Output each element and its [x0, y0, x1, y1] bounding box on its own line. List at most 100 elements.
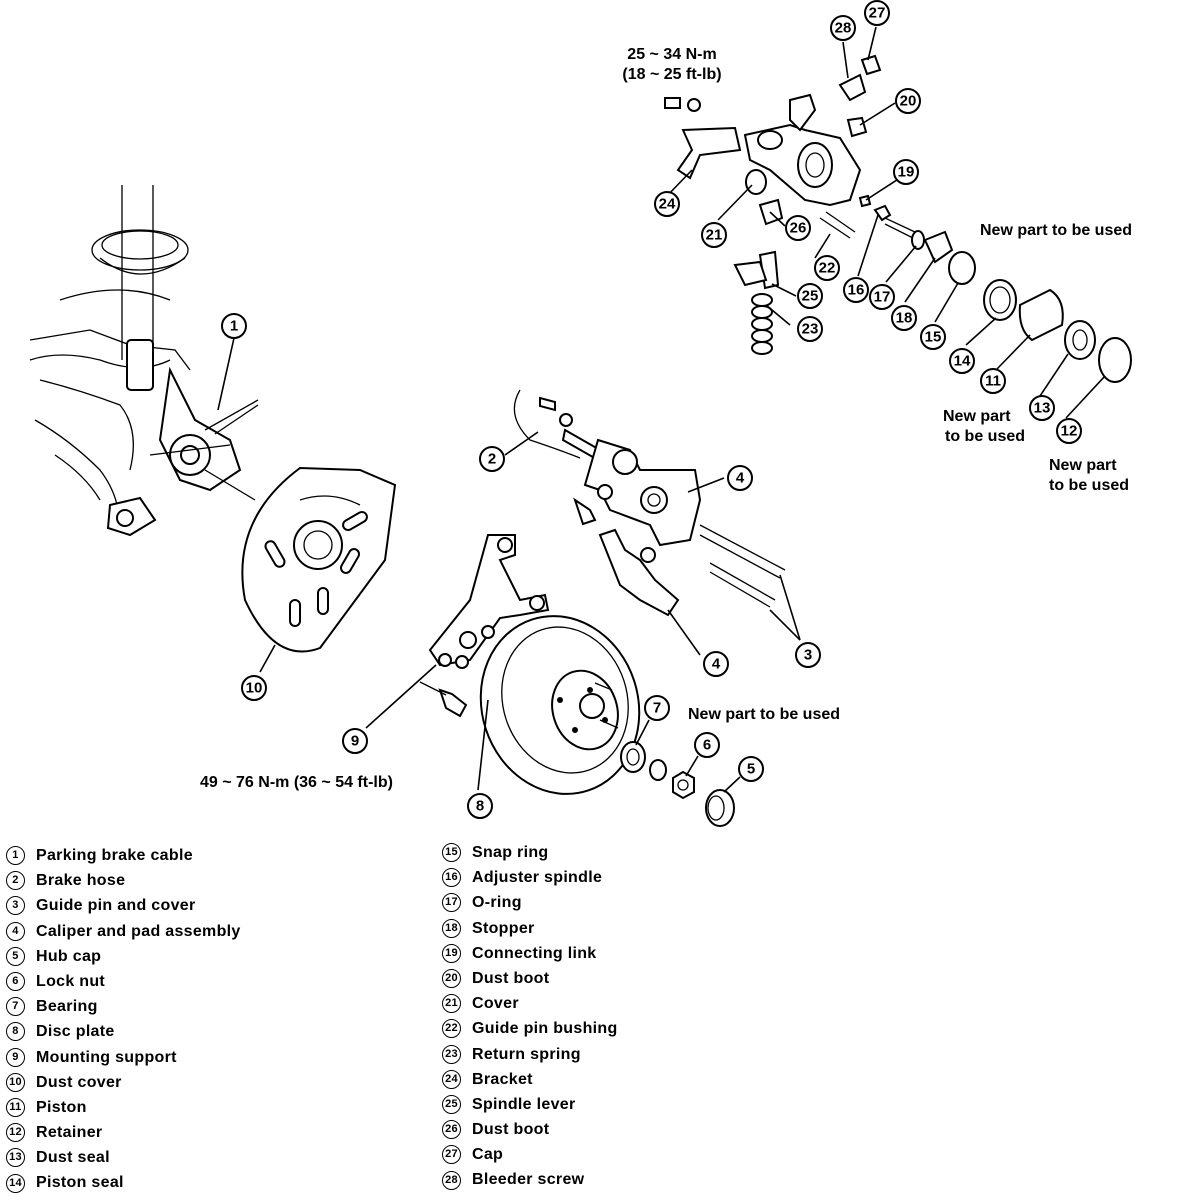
callout-10: 10 [241, 675, 267, 701]
lock-nut [672, 770, 695, 800]
callout-24: 24 [654, 191, 680, 217]
legend-label: Stopper [472, 919, 535, 937]
mounting-support [428, 534, 550, 669]
legend-item: 9 Mounting support [6, 1045, 241, 1070]
legend-item: 25 Spindle lever [442, 1092, 618, 1117]
legend-number: 18 [442, 918, 461, 938]
new-part-note-seal-line2: to be used [945, 428, 1026, 445]
svg-text:25: 25 [802, 288, 819, 305]
svg-text:3: 3 [804, 647, 812, 664]
legend-label: Dust seal [36, 1149, 110, 1167]
legend-label: Mounting support [36, 1048, 177, 1066]
torque-note-support: 49 ~ 76 N-m (36 ~ 54 ft-lb) [200, 774, 393, 791]
svg-text:24: 24 [659, 196, 676, 213]
legend-label: Spindle lever [472, 1095, 576, 1113]
legend-number: 23 [442, 1044, 461, 1064]
torque-note-caliper-line1: 25 ~ 34 N-m [627, 46, 717, 63]
caliper-center [513, 389, 786, 617]
svg-text:1: 1 [230, 318, 238, 335]
caliper-exploded [664, 54, 1132, 383]
new-part-note-retainer-line1: New part [1049, 457, 1117, 474]
callout-group: 1 2 3 4 4 5 6 7 8 9 10 11 12 13 14 15 16… [221, 0, 1082, 819]
legend-number: 15 [442, 843, 461, 863]
callout-28: 28 [830, 15, 856, 41]
callout-7: 7 [644, 695, 670, 721]
disc-plate [479, 615, 641, 795]
legend-label: Dust boot [472, 1121, 550, 1139]
svg-text:26: 26 [790, 220, 807, 237]
legend-number: 25 [442, 1094, 461, 1114]
legend-label: Parking brake cable [36, 847, 193, 864]
callout-4-upper: 4 [727, 465, 753, 491]
legend-label: O-ring [472, 894, 522, 912]
legend-label: Bracket [472, 1070, 533, 1088]
svg-text:10: 10 [246, 680, 263, 697]
exploded-brake-diagram: 1 2 3 4 4 5 6 7 8 9 10 11 12 13 14 15 16… [29, 0, 1132, 827]
leader-lines [217, 26, 1106, 793]
legend-label: Guide pin and cover [36, 897, 196, 915]
svg-text:20: 20 [900, 93, 917, 110]
legend-number: 8 [6, 1022, 25, 1042]
svg-text:27: 27 [869, 5, 886, 22]
callout-23: 23 [797, 316, 823, 342]
svg-text:15: 15 [925, 329, 942, 346]
svg-text:19: 19 [898, 164, 915, 181]
support-bolt [419, 681, 468, 718]
legend-number: 9 [6, 1047, 25, 1067]
callout-21: 21 [701, 222, 727, 248]
strut-assembly [29, 185, 259, 537]
svg-text:9: 9 [351, 733, 359, 750]
legend-number: 12 [6, 1123, 25, 1143]
svg-text:28: 28 [835, 20, 852, 37]
legend-number: 2 [6, 871, 25, 891]
callout-3: 3 [795, 642, 821, 668]
callout-16: 16 [843, 277, 869, 303]
svg-text:23: 23 [802, 321, 819, 338]
legend-number: 14 [6, 1173, 25, 1193]
legend-number: 20 [442, 969, 461, 989]
legend-label: Connecting link [472, 944, 597, 962]
legend-number: 4 [6, 921, 25, 941]
legend-item: 3 Guide pin and cover [6, 893, 241, 918]
legend-label: Guide pin bushing [472, 1020, 618, 1038]
legend-label: Cap [472, 1146, 504, 1164]
legend-number: 3 [6, 896, 25, 916]
torque-note-caliper: 25 ~ 34 N-m (18 ~ 25 ft-lb) [614, 45, 730, 85]
legend-number: 10 [6, 1072, 25, 1092]
svg-text:2: 2 [488, 451, 496, 468]
callout-14: 14 [949, 348, 975, 374]
legend-label: Cover [472, 995, 519, 1013]
legend-number: 19 [442, 943, 461, 963]
callout-19: 19 [893, 159, 919, 185]
callout-2: 2 [479, 446, 505, 472]
legend-label: Brake hose [36, 872, 126, 890]
callout-13: 13 [1029, 395, 1055, 421]
legend-label: Caliper and pad assembly [36, 922, 241, 940]
legend-label: Retainer [36, 1124, 103, 1142]
svg-text:5: 5 [747, 761, 755, 778]
callout-12: 12 [1056, 418, 1082, 444]
legend-number: 22 [442, 1019, 461, 1039]
callout-27: 27 [864, 0, 890, 26]
torque-note-caliper-line2: (18 ~ 25 ft-lb) [622, 66, 722, 83]
legend-number: 11 [6, 1097, 25, 1117]
callout-25: 25 [797, 283, 823, 309]
legend-label: Disc plate [36, 1023, 115, 1041]
svg-text:6: 6 [703, 737, 711, 754]
callout-8: 8 [467, 793, 493, 819]
callout-9: 9 [342, 728, 368, 754]
legend-label: Return spring [472, 1045, 581, 1063]
svg-text:4: 4 [712, 656, 721, 673]
legend-item: 19 Connecting link [442, 941, 618, 966]
legend-label: Lock nut [36, 972, 106, 990]
legend-item: 18 Stopper [442, 916, 618, 941]
